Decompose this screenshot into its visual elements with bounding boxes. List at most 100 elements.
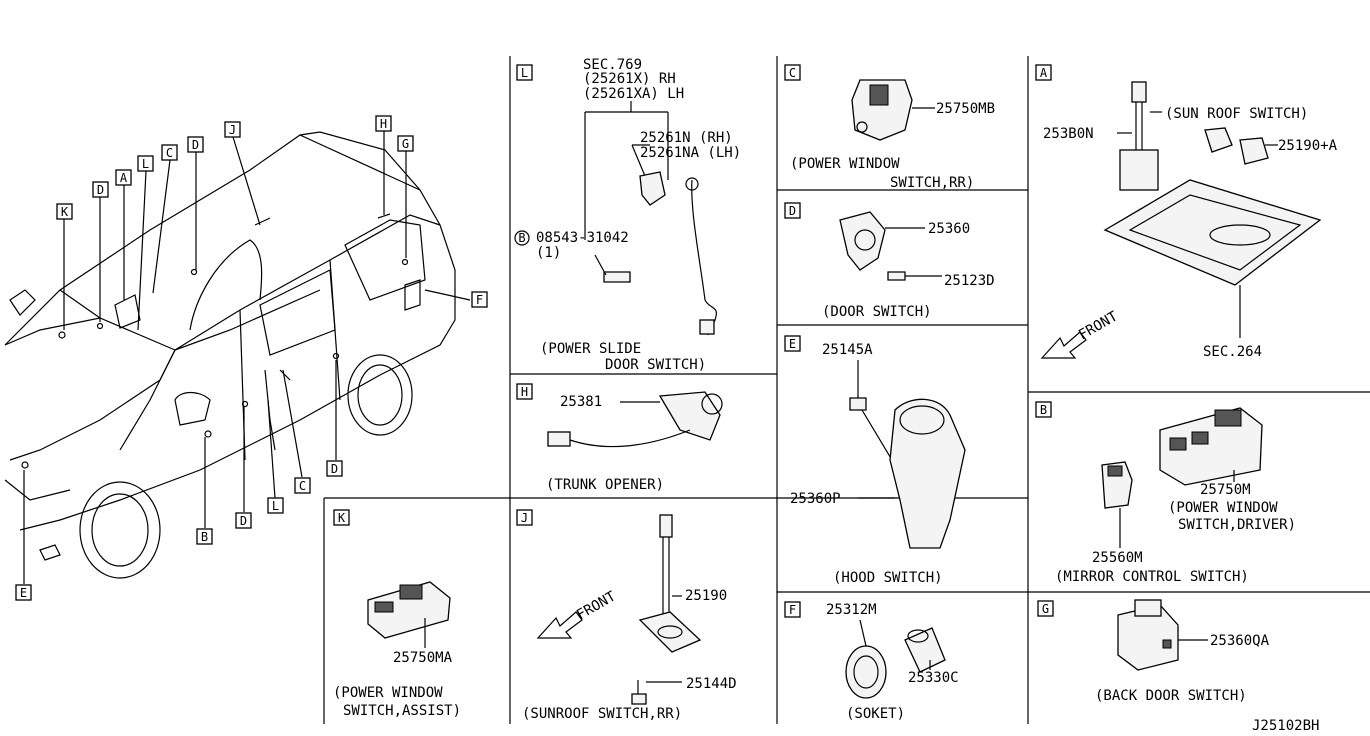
trunk-opener-connector bbox=[547, 431, 571, 447]
panel-l-ref-sec: SEC.769 bbox=[583, 57, 642, 73]
panel-f-part-2: 25330C bbox=[908, 670, 959, 686]
vehicle-callout-box bbox=[137, 155, 154, 172]
panel-e-part-2: 25360P bbox=[790, 491, 841, 507]
vehicle-callout-letter: H bbox=[380, 117, 387, 131]
sunroof-connector-part bbox=[1119, 149, 1159, 191]
vehicle-callout-box bbox=[267, 497, 284, 514]
panel-j-part-2: 25144D bbox=[686, 676, 737, 692]
panel-e-part-1: 25145A bbox=[822, 342, 873, 358]
panel-a-front: FRONT bbox=[1076, 308, 1121, 343]
panel-a-sun-roof-switch: A (SUN ROOF SWITCH) 253B0N 25190+A SEC.2… bbox=[1035, 64, 1338, 360]
bolt-part bbox=[603, 271, 631, 283]
vehicle-callout-letter: L bbox=[272, 499, 279, 513]
hood-switch-part bbox=[889, 398, 966, 549]
panel-a-part-1: 253B0N bbox=[1043, 126, 1094, 142]
panel-b-part-2: 25560M bbox=[1092, 550, 1143, 566]
vehicle-callout-box bbox=[56, 203, 73, 220]
vehicle-callout-box bbox=[115, 169, 132, 186]
panel-c-letter: C bbox=[789, 66, 796, 80]
panel-e-caption: (HOOD SWITCH) bbox=[833, 570, 943, 586]
bolt-symbol-circle bbox=[514, 230, 530, 246]
slide-door-switch-part bbox=[639, 171, 666, 206]
front-arrow-icon bbox=[1040, 331, 1087, 359]
panel-f-letter: F bbox=[789, 603, 796, 617]
vehicle-callout-box bbox=[161, 144, 178, 161]
panel-l-ref-lh: (25261XA) LH bbox=[583, 86, 684, 102]
panel-grid bbox=[323, 56, 1370, 724]
vehicle-callout-box bbox=[397, 135, 414, 152]
vehicle-callout-letter: D bbox=[331, 462, 338, 476]
panel-l-part-rh: 25261N (RH) bbox=[640, 130, 733, 146]
vehicle-callout-box bbox=[471, 291, 488, 308]
vehicle-callout-letter: K bbox=[61, 205, 69, 219]
vehicle-callout-box bbox=[224, 121, 241, 138]
panel-e-letter: E bbox=[789, 337, 796, 351]
panel-k-caption-2: SWITCH,ASSIST) bbox=[343, 703, 461, 719]
panel-b-letter: B bbox=[1040, 403, 1047, 417]
panel-f-socket: F 25312M 25330C (SOKET) bbox=[784, 601, 959, 722]
trunk-opener-part bbox=[658, 391, 721, 441]
panel-l-ref-rh: (25261X) RH bbox=[583, 71, 676, 87]
panel-l-caption-2: DOOR SWITCH) bbox=[605, 357, 706, 373]
vehicle-callout-box bbox=[294, 477, 311, 494]
panel-c-part: 25750MB bbox=[936, 101, 995, 117]
vehicle-callout-letter: E bbox=[20, 586, 27, 600]
panel-j-caption: (SUNROOF SWITCH,RR) bbox=[522, 706, 682, 722]
overhead-console-part bbox=[1103, 179, 1322, 286]
panel-j-front: FRONT bbox=[574, 588, 619, 623]
panel-h-trunk-opener: H 25381 (TRUNK OPENER) bbox=[516, 383, 723, 493]
assist-window-switch-part bbox=[367, 581, 451, 639]
driver-window-switch-part bbox=[1159, 407, 1263, 486]
panel-a-ref: SEC.264 bbox=[1203, 344, 1262, 360]
panel-h-letter: H bbox=[521, 385, 528, 399]
panel-k-part: 25750MA bbox=[393, 650, 453, 666]
vehicle-callout-box bbox=[326, 460, 343, 477]
panel-l-part-lh: 25261NA (LH) bbox=[640, 145, 741, 161]
vehicle-callout-letter: L bbox=[142, 157, 149, 171]
panel-e-hood-switch: E 25145A 25360P (HOOD SWITCH) bbox=[784, 335, 966, 586]
panel-g-part: 25360QA bbox=[1210, 633, 1270, 649]
socket-part bbox=[845, 645, 887, 699]
panel-k-letter: K bbox=[338, 511, 346, 525]
panel-g-back-door-switch: G 25360QA (BACK DOOR SWITCH) bbox=[1037, 599, 1270, 704]
panel-k-power-window-switch-assist: K 25750MA (POWER WINDOW SWITCH,ASSIST) bbox=[333, 509, 461, 719]
vehicle-callout-box bbox=[92, 181, 109, 198]
panel-h-part: 25381 bbox=[560, 394, 602, 410]
panel-l-label-box bbox=[516, 64, 533, 81]
panel-d-part-2: 25123D bbox=[944, 273, 995, 289]
panel-l-caption-1: (POWER SLIDE bbox=[540, 341, 641, 357]
vehicle-callout-letter: D bbox=[240, 514, 247, 528]
vehicle-callout-box bbox=[187, 136, 204, 153]
panel-j-sunroof-switch-rr: J 25190 25144D FRONT (SUNROOF SWITCH,RR) bbox=[516, 509, 737, 722]
vehicle-callout-box bbox=[235, 512, 252, 529]
panel-c-power-window-switch-rr: C 25750MB (POWER WINDOW SWITCH,RR) bbox=[784, 64, 995, 191]
vehicle-illustration bbox=[4, 131, 471, 584]
panel-b-caption: (MIRROR CONTROL SWITCH) bbox=[1055, 569, 1249, 585]
vehicle-callout-letter: A bbox=[120, 171, 128, 185]
panel-h-caption: (TRUNK OPENER) bbox=[546, 477, 664, 493]
panel-l-bolt-symbol: B bbox=[518, 231, 525, 245]
panel-g-letter: G bbox=[1042, 602, 1049, 616]
door-switch-part bbox=[839, 211, 886, 271]
panel-c-caption-1: (POWER WINDOW bbox=[790, 156, 900, 172]
slide-door-connector bbox=[699, 319, 715, 335]
panel-l-letter: L bbox=[521, 66, 528, 80]
vehicle-callout-box bbox=[375, 115, 392, 132]
vehicle-callout-letter: G bbox=[402, 137, 409, 151]
j-front-arrow-icon bbox=[536, 611, 583, 639]
panel-b-label-2: SWITCH,DRIVER) bbox=[1178, 517, 1296, 533]
vehicle-callout-letter: D bbox=[192, 138, 199, 152]
panel-f-part-1: 25312M bbox=[826, 602, 877, 618]
panel-l-bolt-qty: (1) bbox=[536, 245, 561, 261]
panel-c-caption-2: SWITCH,RR) bbox=[890, 175, 974, 191]
panel-d-caption: (DOOR SWITCH) bbox=[822, 304, 932, 320]
rr-sunroof-switch-part bbox=[638, 611, 702, 653]
socket-cover-part bbox=[904, 627, 946, 673]
vehicle-callout-letter: F bbox=[476, 293, 483, 307]
vehicle-callout-letter: C bbox=[166, 146, 173, 160]
panel-b-label-1: (POWER WINDOW bbox=[1168, 500, 1278, 516]
vehicle-callout-letter: J bbox=[229, 123, 236, 137]
panel-d-letter: D bbox=[789, 204, 796, 218]
panel-k-caption-1: (POWER WINDOW bbox=[333, 685, 443, 701]
